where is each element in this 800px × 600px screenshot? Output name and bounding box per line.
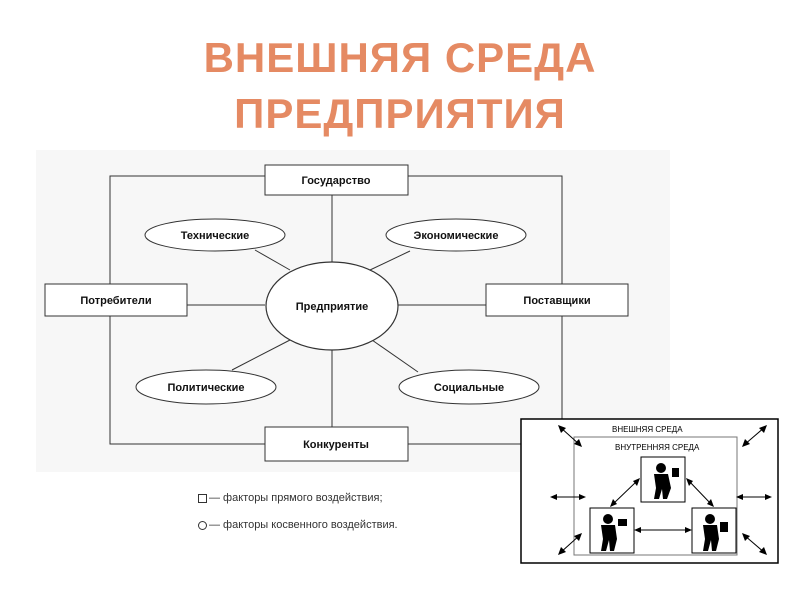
arrowhead bbox=[574, 533, 582, 541]
node-right-label: Поставщики bbox=[523, 295, 590, 307]
center-label: Предприятие bbox=[296, 301, 369, 313]
legend-indirect-text: — факторы косвенного воздействия. bbox=[209, 519, 398, 531]
node-econ bbox=[385, 218, 527, 252]
legend-direct-text: — факторы прямого воздействия; bbox=[209, 492, 383, 504]
inset-arrow-inner-right bbox=[687, 479, 713, 506]
inset-inner-frame bbox=[573, 436, 738, 556]
node-left bbox=[44, 283, 188, 317]
slide-title-line-2: ПРЕДПРИЯТИЯ bbox=[234, 90, 566, 137]
arrowhead bbox=[742, 533, 750, 541]
arrowhead bbox=[685, 527, 692, 533]
link-polit bbox=[231, 339, 291, 371]
link-social bbox=[371, 339, 419, 373]
arrowhead bbox=[610, 499, 617, 507]
person-icon bbox=[654, 463, 679, 499]
center-node bbox=[265, 261, 399, 351]
node-polit-label: Политические bbox=[167, 382, 244, 394]
arrowhead bbox=[736, 494, 743, 500]
arrowhead bbox=[558, 425, 566, 433]
person-icon bbox=[703, 514, 728, 551]
arrowhead bbox=[634, 527, 641, 533]
node-tech-label: Технические bbox=[181, 230, 250, 242]
arrowhead bbox=[707, 499, 714, 507]
arrowhead bbox=[742, 439, 750, 447]
arrowhead bbox=[759, 425, 767, 433]
node-bottom bbox=[264, 426, 409, 462]
frame-top-right bbox=[408, 175, 563, 284]
frame-top-left bbox=[109, 175, 265, 284]
circle-icon bbox=[198, 520, 207, 530]
node-bottom-label: Конкуренты bbox=[303, 439, 369, 451]
arrowhead bbox=[686, 478, 693, 486]
inset-inner-label: ВНУТРЕННЯЯ СРЕДА bbox=[615, 443, 700, 452]
node-top-label: Государство bbox=[302, 175, 371, 187]
legend-direct: — факторы прямого воздействия; bbox=[198, 492, 383, 504]
link-tech bbox=[254, 249, 291, 271]
inset-arrow-inner-left bbox=[611, 479, 639, 506]
arrowhead bbox=[759, 547, 767, 555]
arrowhead bbox=[550, 494, 557, 500]
square-icon bbox=[198, 493, 207, 503]
environment-inset: ВНЕШНЯЯ СРЕДА ВНУТРЕННЯЯ СРЕДА bbox=[520, 418, 779, 564]
link-econ bbox=[369, 250, 411, 271]
arrowhead bbox=[579, 494, 586, 500]
legend-indirect: — факторы косвенного воздействия. bbox=[198, 519, 398, 531]
node-tech bbox=[144, 218, 286, 252]
node-social-label: Социальные bbox=[434, 382, 504, 394]
slide-title-line-1: ВНЕШНЯЯ СРЕДА bbox=[203, 34, 597, 81]
inset-outer-label: ВНЕШНЯЯ СРЕДА bbox=[612, 425, 683, 434]
node-social bbox=[398, 369, 540, 405]
arrowhead bbox=[765, 494, 772, 500]
node-right bbox=[485, 283, 629, 317]
person-icon bbox=[601, 514, 627, 551]
node-top bbox=[264, 164, 409, 196]
node-econ-label: Экономические bbox=[414, 230, 499, 242]
arrowhead bbox=[633, 478, 640, 486]
frame-bottom-left bbox=[109, 316, 265, 445]
arrowhead bbox=[558, 547, 566, 555]
node-left-label: Потребители bbox=[80, 295, 151, 307]
node-polit bbox=[135, 369, 277, 405]
arrowhead bbox=[574, 439, 582, 447]
